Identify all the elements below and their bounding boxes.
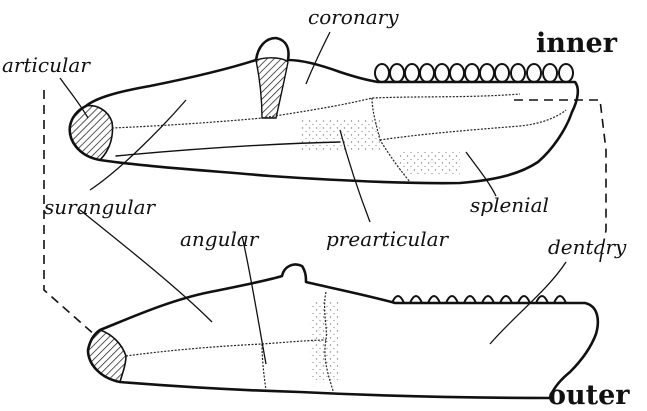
label-articular: articular [2, 53, 91, 77]
label-coronary: coronary [308, 5, 399, 29]
label-prearticular: prearticular [326, 227, 450, 251]
inner-jaw-outline [70, 38, 578, 183]
view-label-outer: outer [548, 380, 630, 411]
label-angular: angular [180, 227, 260, 251]
label-surangular: surangular [44, 195, 157, 219]
label-dentary: dentary [548, 235, 627, 259]
outer-jaw [88, 264, 598, 398]
inner-teeth [375, 64, 573, 82]
view-label-inner: inner [536, 28, 618, 59]
inner-jaw [70, 38, 578, 183]
label-splenial: splenial [470, 193, 549, 217]
inner-articular-bone [70, 106, 113, 160]
outer-jaw-outline [88, 264, 598, 398]
